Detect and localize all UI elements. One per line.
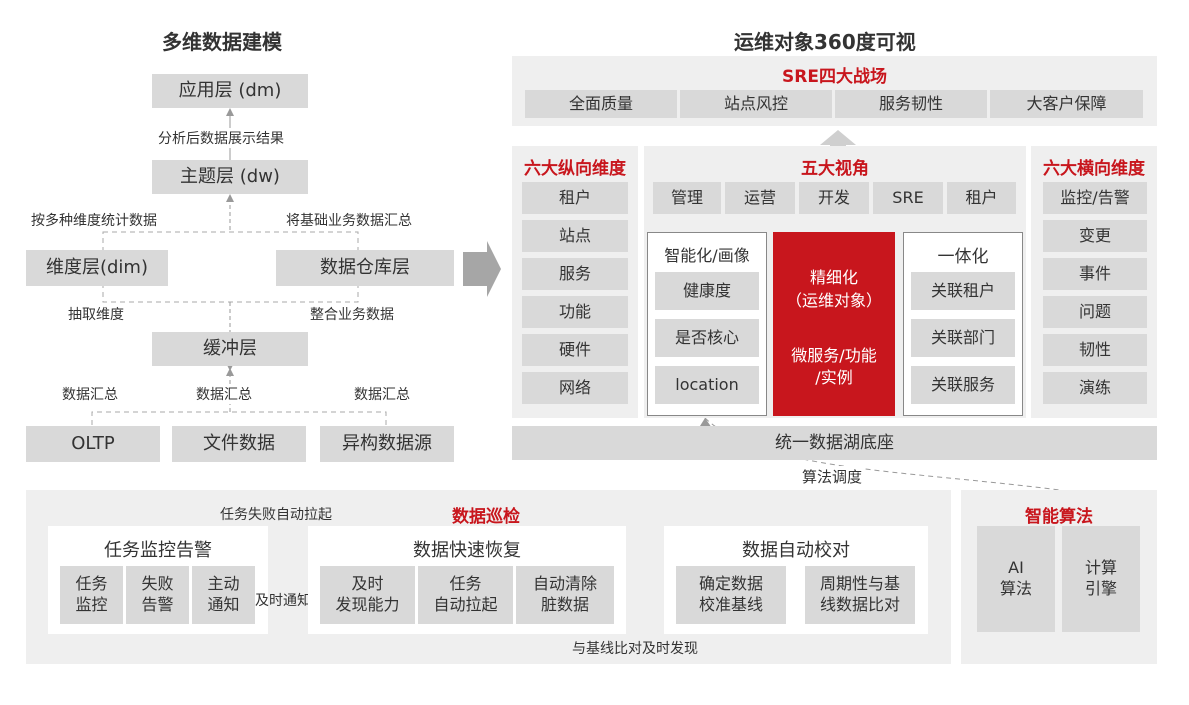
- integration-title: 一体化: [937, 247, 989, 267]
- big-right-arrow: [463, 241, 501, 297]
- modeling-title: 多维数据建模: [162, 30, 282, 54]
- horizontal-dim-item: 韧性: [1043, 334, 1147, 366]
- smart-item: 是否核心: [655, 319, 759, 357]
- vertical-dim-item: 服务: [522, 258, 628, 290]
- vertical-dim-item: 租户: [522, 182, 628, 214]
- dimension-stats-note: 按多种维度统计数据: [31, 213, 157, 229]
- horizontal-dim-item: 演练: [1043, 372, 1147, 404]
- vertical-dims-title: 六大纵向维度: [524, 159, 626, 179]
- smart-algo-title: 智能算法: [1025, 507, 1093, 527]
- extract-dimension-note: 抽取维度: [68, 307, 124, 323]
- smart-item: location: [655, 366, 759, 404]
- recovery-item: 任务自动拉起: [418, 566, 513, 624]
- horizontal-dim-item: 事件: [1043, 258, 1147, 290]
- integration-item: 关联服务: [911, 366, 1015, 404]
- integration-item: 关联租户: [911, 272, 1015, 310]
- auto-check-title: 数据自动校对: [742, 540, 850, 561]
- sre-item: 服务韧性: [835, 90, 987, 118]
- compute-engine-item: 计算引擎: [1062, 526, 1140, 632]
- smart-item: 健康度: [655, 272, 759, 310]
- sre-item: 大客户保障: [990, 90, 1143, 118]
- task-monitor-item: 失败告警: [126, 566, 189, 624]
- perspective-item: SRE: [873, 182, 943, 214]
- source-file-box: 文件数据: [172, 426, 306, 462]
- sre-item: 站点风控: [680, 90, 832, 118]
- task-monitor-title: 任务监控告警: [104, 540, 212, 561]
- vertical-dim-item: 硬件: [522, 334, 628, 366]
- recovery-item: 及时发现能力: [320, 566, 415, 624]
- dw-layer-box: 数据仓库层: [276, 250, 454, 286]
- refinement-body: 微服务/功能: [791, 346, 877, 365]
- source-heterogeneous-box: 异构数据源: [320, 426, 454, 462]
- task-monitor-item: 主动通知: [192, 566, 255, 624]
- horizontal-dims-title: 六大横向维度: [1043, 159, 1145, 179]
- timely-notify-note: 及时通知: [255, 593, 311, 609]
- perspective-item: 管理: [653, 182, 721, 214]
- data-summary-note-2: 数据汇总: [196, 384, 252, 404]
- task-monitor-item: 任务监控: [60, 566, 123, 624]
- buffer-layer-box: 缓冲层: [152, 332, 308, 366]
- refinement-box: [773, 232, 895, 416]
- perspective-item: 租户: [947, 182, 1016, 214]
- topic-layer-box: 主题层 (dw): [152, 160, 308, 194]
- recovery-item: 自动清除脏数据: [516, 566, 614, 624]
- five-perspectives-title: 五大视角: [801, 159, 869, 179]
- data-summary-note-1: 数据汇总: [62, 384, 118, 404]
- horizontal-dim-item: 监控/告警: [1043, 182, 1147, 214]
- source-oltp-box: OLTP: [26, 426, 160, 462]
- check-item: 周期性与基线数据比对: [805, 566, 915, 624]
- integration-item: 关联部门: [911, 319, 1015, 357]
- up-arrow: [820, 130, 856, 150]
- refinement-body-2: /实例: [815, 368, 853, 387]
- vertical-dim-item: 站点: [522, 220, 628, 252]
- algo-schedule-note: 算法调度: [802, 466, 863, 487]
- perspective-item: 开发: [799, 182, 869, 214]
- task-fail-restart-note: 任务失败自动拉起: [220, 504, 332, 524]
- perspective-item: 运营: [725, 182, 795, 214]
- app-layer-box: 应用层 (dm): [152, 74, 308, 108]
- data-summary-note-3: 数据汇总: [354, 384, 410, 404]
- vertical-dim-item: 功能: [522, 296, 628, 328]
- business-summary-note: 将基础业务数据汇总: [286, 213, 412, 229]
- inspection-title: 数据巡检: [452, 507, 520, 527]
- integrate-business-note: 整合业务数据: [310, 307, 394, 323]
- vertical-dim-item: 网络: [522, 372, 628, 404]
- sre-item: 全面质量: [525, 90, 677, 118]
- fast-recovery-title: 数据快速恢复: [413, 540, 521, 561]
- refinement-title: 精细化: [809, 268, 858, 287]
- horizontal-dim-item: 问题: [1043, 296, 1147, 328]
- data-lake-box: 统一数据湖底座: [512, 426, 1157, 460]
- sre-title: SRE四大战场: [782, 67, 887, 87]
- refinement-subtitle: （运维对象）: [785, 291, 882, 310]
- app-layer-note: 分析后数据展示结果: [158, 128, 284, 148]
- horizontal-dim-item: 变更: [1043, 220, 1147, 252]
- smart-portrait-title: 智能化/画像: [664, 246, 750, 265]
- baseline-compare-note: 与基线比对及时发现: [572, 638, 698, 658]
- check-item: 确定数据校准基线: [676, 566, 786, 624]
- ops-360-title: 运维对象360度可视: [734, 30, 916, 54]
- dim-layer-box: 维度层(dim): [26, 250, 168, 286]
